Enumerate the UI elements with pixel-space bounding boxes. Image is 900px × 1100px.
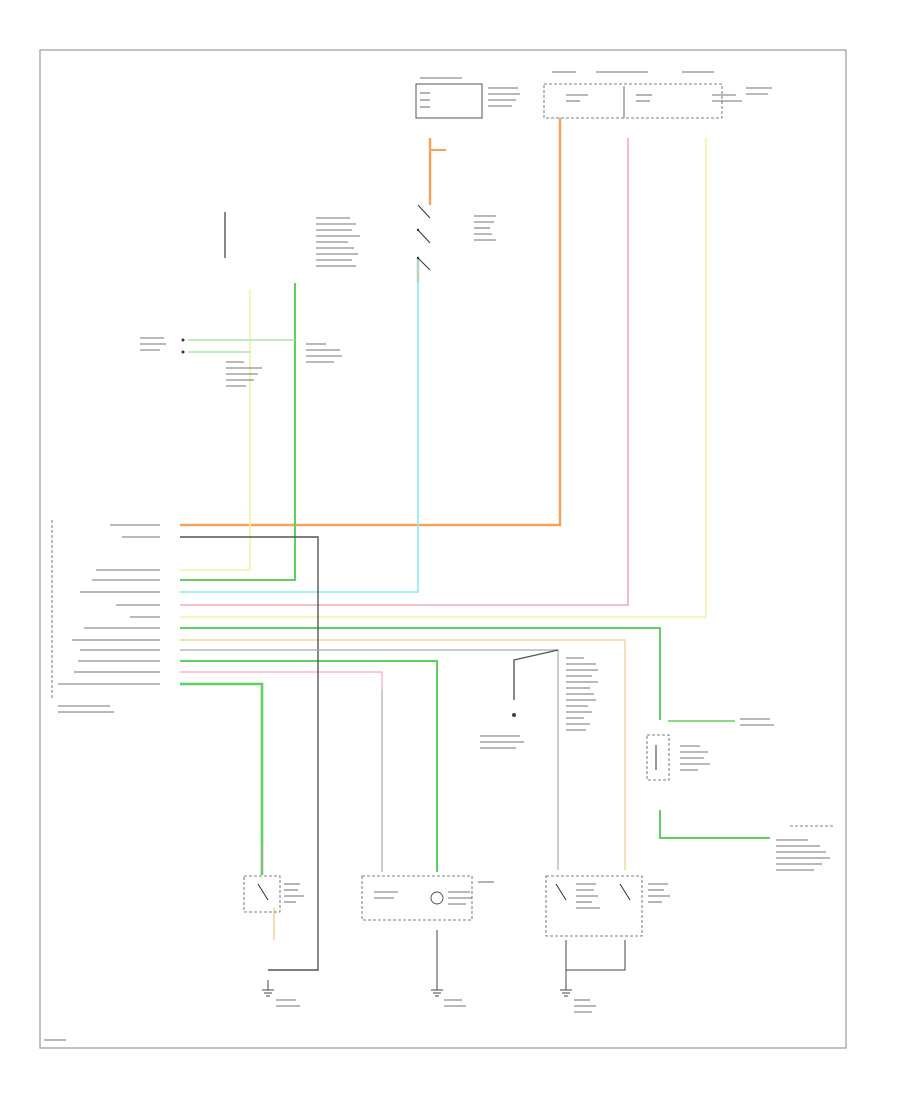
bottom-left-switch <box>243 875 304 913</box>
wire-green-bottom-left <box>180 682 264 875</box>
wire-green-right <box>180 627 770 839</box>
wires <box>180 118 770 940</box>
wire-lightgreen-switch <box>188 339 295 353</box>
wire-orange-feed <box>429 138 446 151</box>
bottom-right-switch <box>545 875 670 937</box>
wire-tan <box>180 639 626 870</box>
wire-green-mid <box>180 660 438 872</box>
wire-pink-short <box>180 671 383 690</box>
turn-signal-switch <box>316 204 496 271</box>
bcm-pin-labels <box>51 520 160 713</box>
wire-cyan <box>180 258 419 593</box>
relay <box>646 718 774 781</box>
top-fuse-box <box>415 83 483 119</box>
neutral-wires <box>180 212 559 971</box>
wire-black-splice <box>513 649 559 700</box>
wire-yellow <box>180 138 707 618</box>
hazard-switch <box>140 337 342 387</box>
wire-black-ground <box>180 536 319 971</box>
wire-green-left <box>180 283 296 581</box>
diagram-frame <box>39 49 847 1049</box>
top-fuse-box-text <box>420 77 520 108</box>
wire-pink <box>180 138 629 606</box>
wire-orange-battery <box>180 118 562 527</box>
fuse-panel-text <box>552 71 772 118</box>
splice-note <box>480 657 598 749</box>
right-note <box>776 825 834 871</box>
bottom-mid-box <box>361 875 494 921</box>
ground-symbols <box>262 930 626 1013</box>
